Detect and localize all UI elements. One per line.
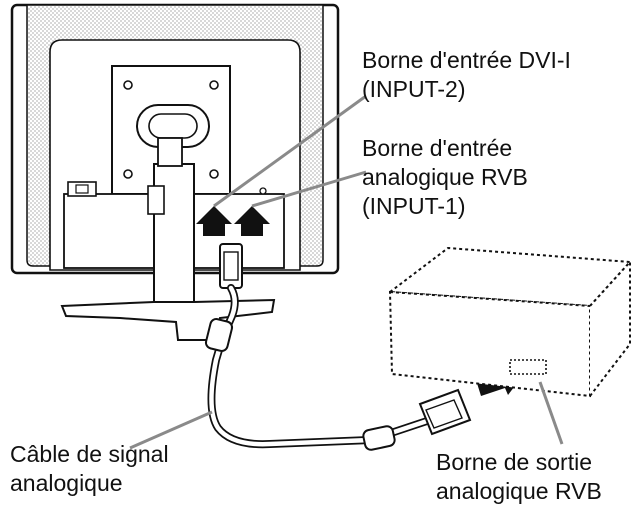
side-port-hole bbox=[75, 184, 89, 194]
cable-connector-bottom-grip bbox=[425, 399, 463, 429]
stand-base bbox=[60, 298, 276, 341]
carry-handle-inner bbox=[148, 113, 198, 139]
label-rgb-input-line1: Borne d'entrée bbox=[362, 135, 513, 161]
label-rgb-output: Borne de sortie analogique RVB bbox=[436, 448, 602, 506]
cable-connector-top-grip bbox=[223, 251, 239, 281]
label-dvi-input: Borne d'entrée DVI-I (INPUT-2) bbox=[362, 46, 571, 104]
label-dvi-input-line1: Borne d'entrée DVI-I bbox=[362, 47, 571, 73]
label-signal-cable: Câble de signal analogique bbox=[10, 440, 169, 498]
ferrite-core bbox=[362, 425, 396, 451]
ferrite-core bbox=[204, 318, 234, 352]
leader-line-rgb-output bbox=[538, 381, 564, 445]
stand-clip bbox=[147, 185, 165, 215]
stand-neck bbox=[157, 137, 183, 167]
rgb-output-port bbox=[509, 359, 547, 375]
leader-line-cable bbox=[129, 410, 213, 450]
label-rgb-input-line2: analogique RVB bbox=[362, 164, 528, 190]
monitor-stand bbox=[60, 137, 276, 341]
computer-front bbox=[388, 290, 591, 398]
mount-screw bbox=[209, 169, 219, 179]
leader-lines bbox=[129, 94, 564, 450]
mount-screw bbox=[123, 169, 133, 179]
port-screw bbox=[259, 187, 267, 195]
up-arrow-icon bbox=[196, 206, 232, 236]
mount-screw bbox=[209, 80, 219, 90]
label-signal-cable-line2: analogique bbox=[10, 470, 123, 496]
up-arrow-icon bbox=[234, 206, 270, 236]
computer-box bbox=[387, 246, 633, 398]
leader-line-dvi bbox=[213, 94, 367, 208]
label-rgb-output-line2: analogique RVB bbox=[436, 478, 602, 504]
label-rgb-input-line3: (INPUT-1) bbox=[362, 193, 466, 219]
mount-screw bbox=[123, 80, 133, 90]
computer-top bbox=[387, 246, 633, 308]
label-signal-cable-line1: Câble de signal bbox=[10, 441, 169, 467]
label-dvi-input-line2: (INPUT-2) bbox=[362, 76, 466, 102]
label-rgb-input: Borne d'entrée analogique RVB (INPUT-1) bbox=[362, 134, 528, 221]
label-rgb-output-line1: Borne de sortie bbox=[436, 449, 592, 475]
cable-wire-core bbox=[209, 285, 433, 447]
leader-line-rgb-input bbox=[251, 170, 367, 208]
stand-base-shadow bbox=[65, 315, 179, 341]
computer-side bbox=[589, 259, 631, 397]
